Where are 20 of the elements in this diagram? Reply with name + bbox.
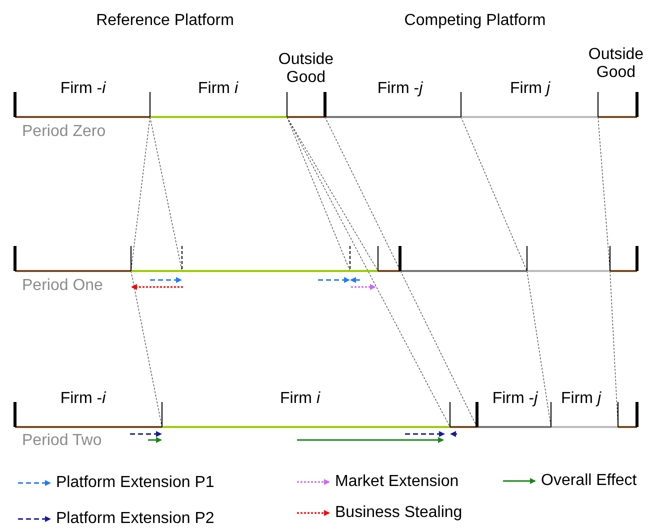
segment-label: Firm j bbox=[561, 390, 601, 408]
legend-label: Overall Effect bbox=[541, 472, 637, 490]
segment-label: Firm i bbox=[280, 390, 320, 408]
legend-label: Business Stealing bbox=[335, 504, 462, 522]
segment-label: Firm -j bbox=[377, 80, 423, 98]
segment-label: Firm -i bbox=[60, 390, 106, 408]
segment-label: Firm -i bbox=[60, 80, 106, 98]
legend-label: Platform Extension P2 bbox=[56, 510, 214, 528]
legend-label: Market Extension bbox=[335, 473, 459, 491]
segment-label: Outside Good bbox=[587, 46, 645, 82]
period-label: Period Zero bbox=[22, 123, 106, 141]
segment-label: Firm i bbox=[198, 80, 238, 98]
segment-label: Firm j bbox=[510, 80, 550, 98]
legend-label: Platform Extension P1 bbox=[56, 474, 214, 492]
period-label: Period One bbox=[22, 277, 103, 295]
segment-label: Firm -j bbox=[492, 390, 538, 408]
period-label: Period Two bbox=[22, 432, 102, 450]
segment-label: Outside Good bbox=[277, 51, 335, 87]
platform-heading: Reference Platform bbox=[96, 12, 234, 30]
platform-heading: Competing Platform bbox=[404, 12, 546, 30]
